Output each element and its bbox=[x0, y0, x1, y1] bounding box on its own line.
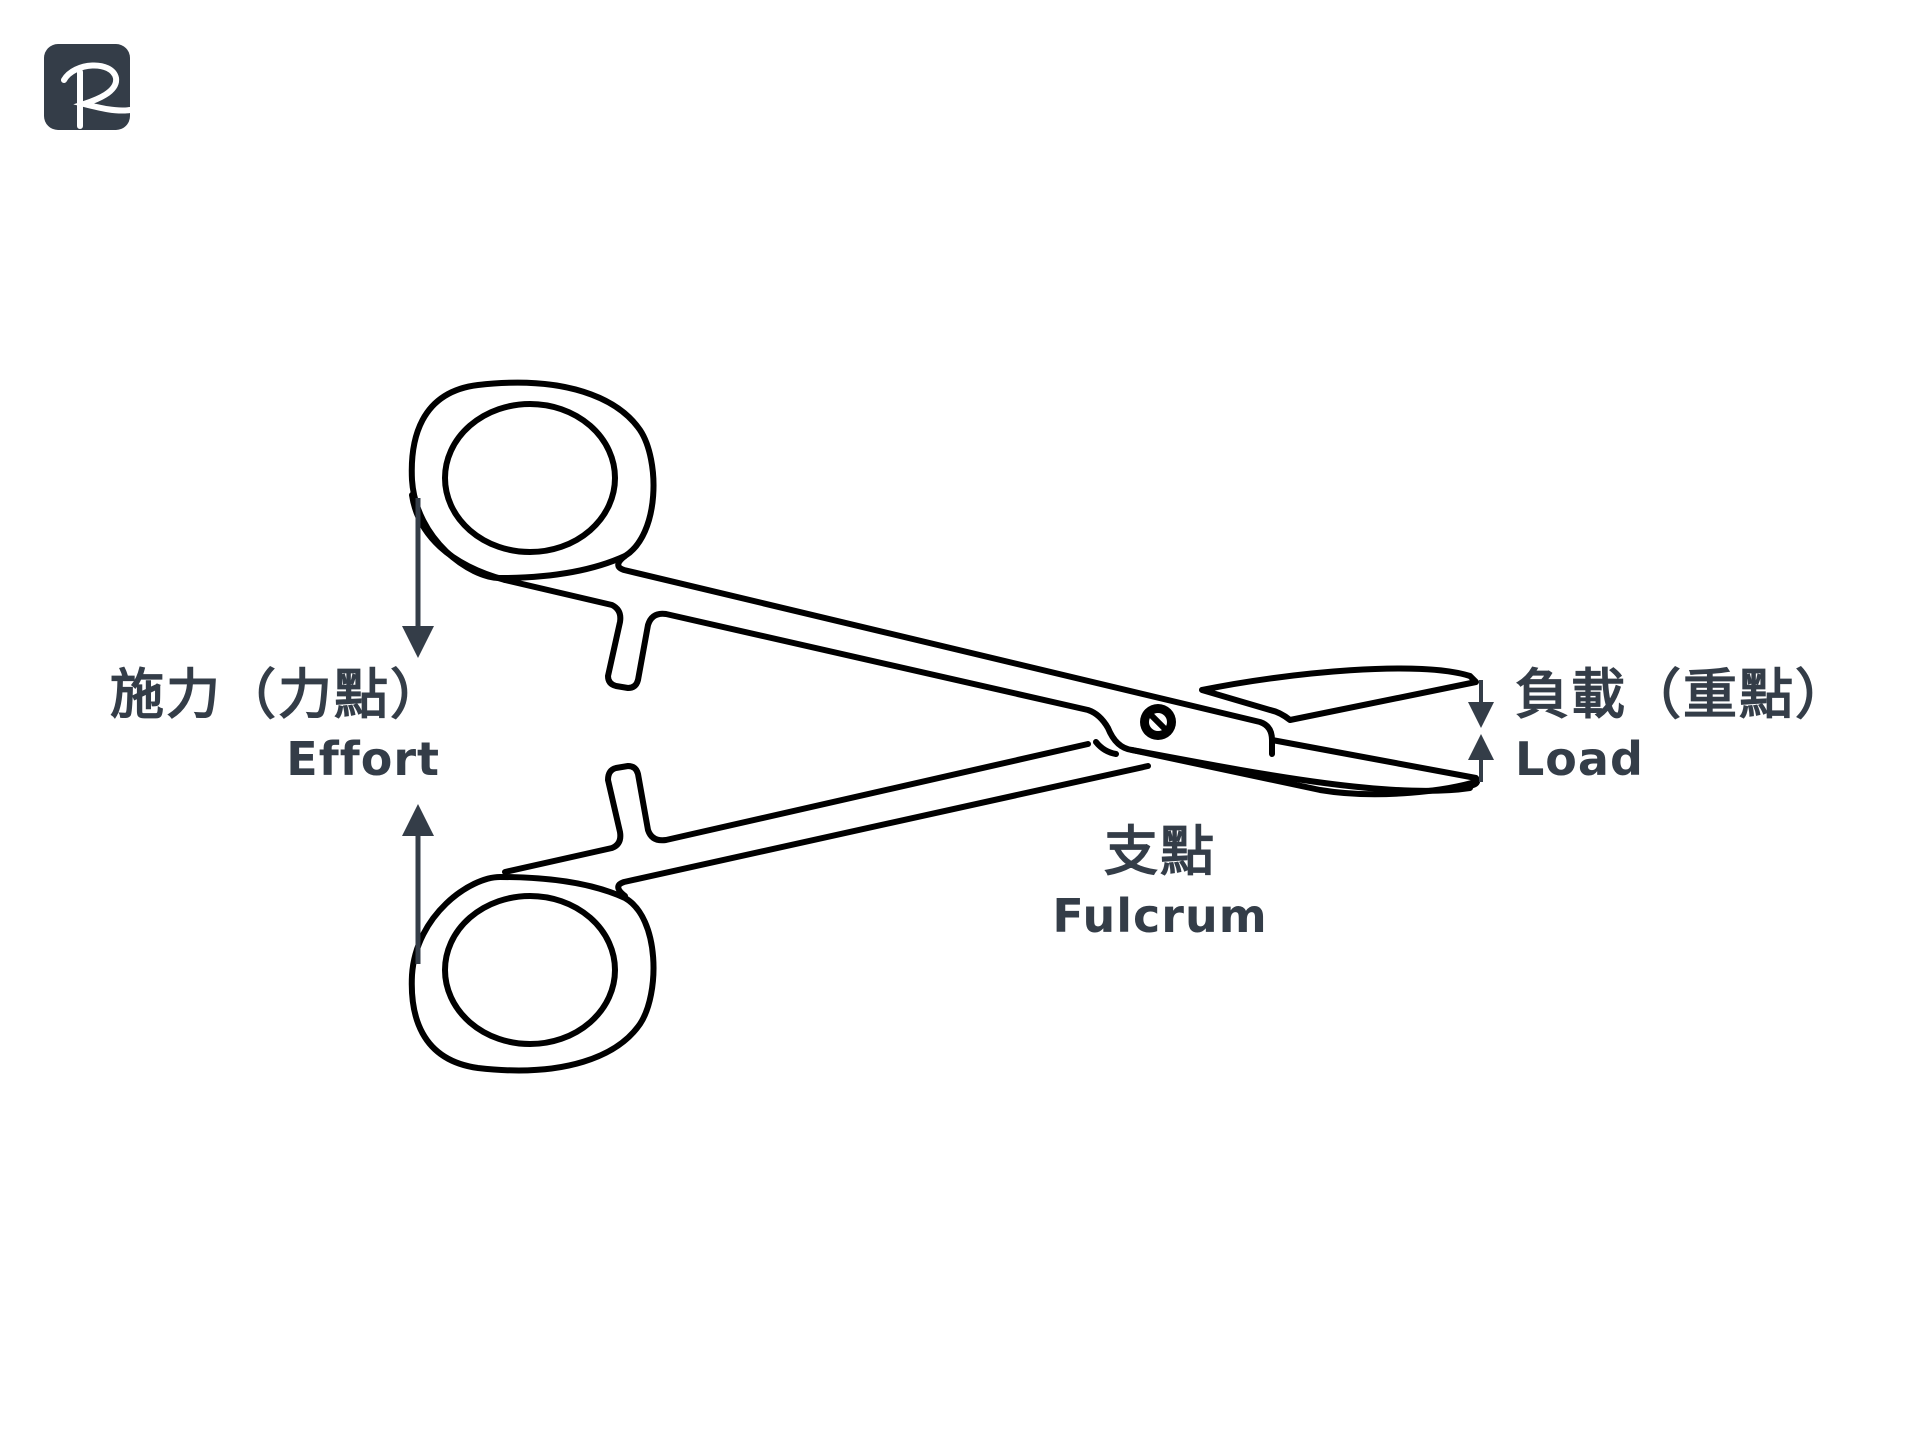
load-label-en: Load bbox=[1515, 732, 1644, 786]
lower-handle-ring bbox=[408, 874, 657, 1074]
blades bbox=[1129, 665, 1481, 794]
effort-label-group: 施力（力點） Effort bbox=[110, 663, 446, 786]
lower-arm bbox=[502, 739, 1151, 899]
pivot-screw-icon bbox=[1140, 704, 1176, 740]
fulcrum-label-en: Fulcrum bbox=[1052, 889, 1268, 943]
load-arrow-up-icon bbox=[1468, 734, 1494, 782]
load-arrow-down-icon bbox=[1468, 680, 1494, 728]
brand-logo-icon bbox=[44, 44, 133, 130]
upper-handle-ring bbox=[408, 379, 657, 583]
effort-arrow-down-icon bbox=[402, 498, 434, 658]
fulcrum-label-zh: 支點 bbox=[1104, 820, 1216, 883]
effort-arrow-up-icon bbox=[402, 804, 434, 964]
effort-label-en: Effort bbox=[286, 732, 440, 786]
upper-arm bbox=[502, 553, 1478, 798]
effort-label-zh: 施力（力點） bbox=[110, 663, 446, 726]
load-label-group: 負載（重點） Load bbox=[1515, 663, 1855, 786]
load-label-zh: 負載（重點） bbox=[1515, 663, 1851, 726]
fulcrum-label-group: 支點 Fulcrum bbox=[1030, 820, 1290, 943]
